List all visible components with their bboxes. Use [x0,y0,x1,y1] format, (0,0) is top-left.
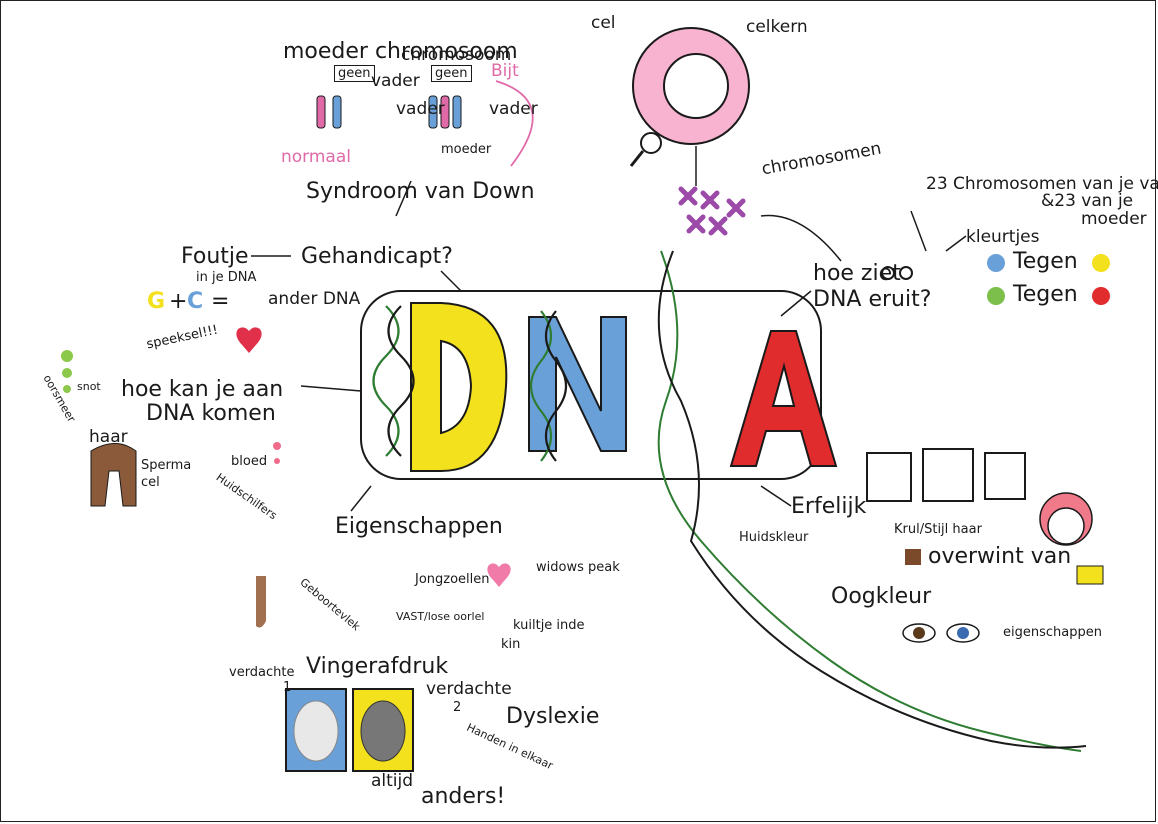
label-verdachte-1: verdachte [229,666,295,679]
label-vast: VAST/lose oorlel [396,611,484,622]
label-erfelijk: Erfelijk [791,496,866,518]
label-foutje-dna: in je DNA [196,271,256,284]
label-kin: kin [501,638,520,651]
brown-swatch [905,549,921,565]
label-normal: normaal [281,149,351,166]
yellow-dot [1092,254,1110,272]
label-g: G [147,291,165,313]
hair-icon [91,444,136,507]
label-kleurtjes: kleurtjes [966,229,1040,246]
hand-icon [256,576,266,628]
label-snot: snot [77,381,101,392]
pink-arrow [496,81,533,166]
label-krul: Krul/Stijl haar [894,523,982,536]
label-overwint: overwint van [928,546,1071,568]
label-dyslexie: Dyslexie [506,706,599,728]
label-father-1: vader [371,73,420,90]
label-mother-box: geen [334,65,375,82]
family-frame-2 [923,449,973,501]
nucleus-circle [664,54,728,118]
magnifier-icon [641,133,661,153]
label-sperma-cel: cel [141,476,160,489]
label-vinger: Vingerafdruk [306,656,448,678]
label-father-3: vader [489,101,538,118]
label-tegen-2: Tegen [1013,284,1078,306]
label-num-1: 1 [283,681,291,694]
label-eigenschappen: Eigenschappen [335,516,503,538]
label-celkern: celkern [746,19,808,36]
label-altijd: altijd [371,773,413,790]
label-gehandicapt: Gehandicapt? [301,246,453,268]
label-sperma: Sperma [141,459,191,472]
label-kuiltje: kuiltje inde [513,619,585,632]
label-moeder: moeder [1081,211,1147,228]
label-oogkleur: Oogkleur [831,586,931,608]
blue-dot [987,254,1005,272]
label-bloed: bloed [231,455,267,468]
label-father-2: vader [396,101,445,118]
label-widows: widows peak [536,561,620,574]
label-jongzoellen: Jongzoellen [415,573,490,586]
red-dot [1092,287,1110,305]
label-question-2: DNA komen [146,403,276,425]
label-c: C [187,291,203,313]
eye-icon-right [900,267,912,279]
label-verdachte-2: verdachte [426,681,512,698]
label-other-dna: ander DNA [268,291,360,308]
label-cel: cel [591,15,616,32]
label-plus: + [169,291,187,313]
label-and-23: &23 van je [1041,193,1133,210]
family-frame-3 [985,453,1025,499]
heart-icon [487,563,510,587]
label-mother-2: moeder [441,143,491,156]
label-foutje: Foutje [181,246,249,268]
family-frame-1 [867,453,911,501]
label-tegen-1: Tegen [1013,251,1078,273]
label-hoe-ziet: hoe ziet [813,263,901,285]
label-anders: anders! [421,786,505,808]
label-huidskleur: Huidskleur [739,531,808,544]
label-question-1: hoe kan je aan [121,379,283,401]
yellow-swatch [1077,566,1103,584]
label-down: Syndroom van Down [306,181,535,203]
label-bijt: Bijt [491,63,519,80]
chromosome-cluster [681,189,743,233]
label-eigenschappen-right: eigenschappen [1003,626,1102,639]
label-equals: = [211,291,229,313]
label-haar: haar [89,429,128,446]
label-num-2: 2 [453,701,461,714]
green-dot [987,287,1005,305]
label-dna-eruit: DNA eruit? [813,289,931,311]
lips-icon [236,327,261,353]
letter-n-shape [529,317,626,451]
label-father-box: geen [431,65,472,82]
letter-d-shape [411,303,506,471]
